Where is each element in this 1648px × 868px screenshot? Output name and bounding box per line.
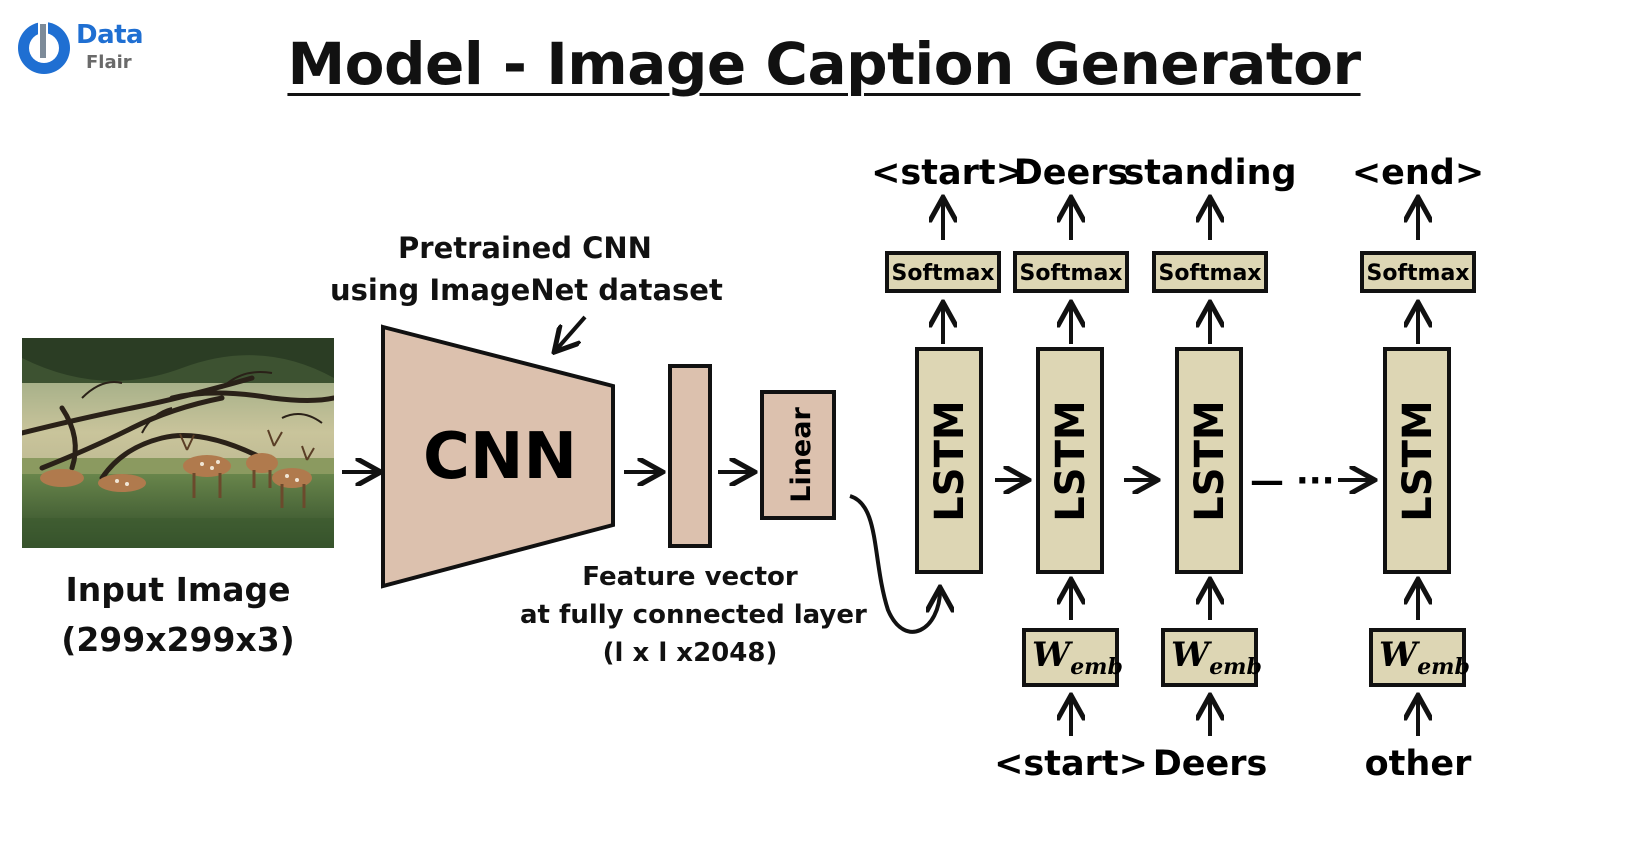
- input-word-1: <start>: [994, 744, 1148, 784]
- page-title: Model - Image Caption Generator: [287, 30, 1361, 98]
- lstm-column-4: LSTM Softmax Wemb: [1360, 200, 1476, 736]
- wemb-block: [1369, 628, 1466, 687]
- lstm-block: [1175, 347, 1243, 574]
- lstm-label: LSTM: [1048, 400, 1094, 521]
- input-image: [22, 338, 334, 548]
- lstm-block: [1036, 347, 1104, 574]
- arrow-linear-to-lstm: [849, 494, 940, 634]
- dataflair-logo: Data Flair: [14, 14, 154, 84]
- softmax-label: Softmax: [1366, 261, 1469, 286]
- feature-vector-note: Feature vector at fully connected layer …: [520, 562, 867, 668]
- softmax-label: Softmax: [1158, 261, 1261, 286]
- softmax-label: Softmax: [1019, 261, 1122, 286]
- output-word-2: Deers: [1014, 153, 1129, 193]
- linear-label: Linear: [786, 407, 817, 503]
- lstm-block: [1383, 347, 1451, 574]
- lstm-column-3: LSTM Softmax Wemb: [1152, 200, 1268, 736]
- wemb-label: Wemb: [1032, 635, 1123, 680]
- lstm-column-2: LSTM Softmax Wemb: [1013, 200, 1129, 736]
- input-word-3: other: [1365, 744, 1472, 784]
- lstm-label: LSTM: [1395, 400, 1441, 521]
- softmax-block: [1013, 251, 1129, 293]
- wemb-label: Wemb: [1379, 635, 1470, 680]
- output-word-4: <end>: [1352, 153, 1484, 193]
- lstm-label: LSTM: [927, 400, 973, 521]
- logo-text-data: Data: [76, 20, 144, 50]
- cnn-label: CNN: [423, 420, 577, 494]
- softmax-block: [1152, 251, 1268, 293]
- input-image-label: Input Image (299x299x3): [61, 570, 295, 659]
- wemb-block: [1161, 628, 1258, 687]
- wemb-block: [1022, 628, 1119, 687]
- cnn-block: [381, 324, 615, 589]
- softmax-block: [885, 251, 1001, 293]
- lstm-column-1: LSTM Softmax: [885, 200, 1001, 574]
- softmax-label: Softmax: [891, 261, 994, 286]
- logo-icon: [18, 18, 70, 74]
- lstm-label: LSTM: [1187, 400, 1233, 521]
- lstm-block: [915, 347, 983, 574]
- linear-block: [760, 390, 836, 520]
- logo-text-flair: Flair: [86, 52, 132, 73]
- output-word-3: standing: [1123, 153, 1296, 193]
- output-word-1: <start>: [871, 153, 1025, 193]
- sequence-ellipsis: — ···: [1250, 461, 1335, 501]
- pretrained-cnn-note: Pretrained CNN using ImageNet dataset: [330, 231, 723, 307]
- softmax-block: [1360, 251, 1476, 293]
- input-word-2: Deers: [1153, 744, 1268, 784]
- feature-vector-block: [668, 364, 712, 548]
- deer-photo: [22, 338, 334, 548]
- wemb-label: Wemb: [1171, 635, 1262, 680]
- arrow-note-to-cnn: [556, 315, 587, 350]
